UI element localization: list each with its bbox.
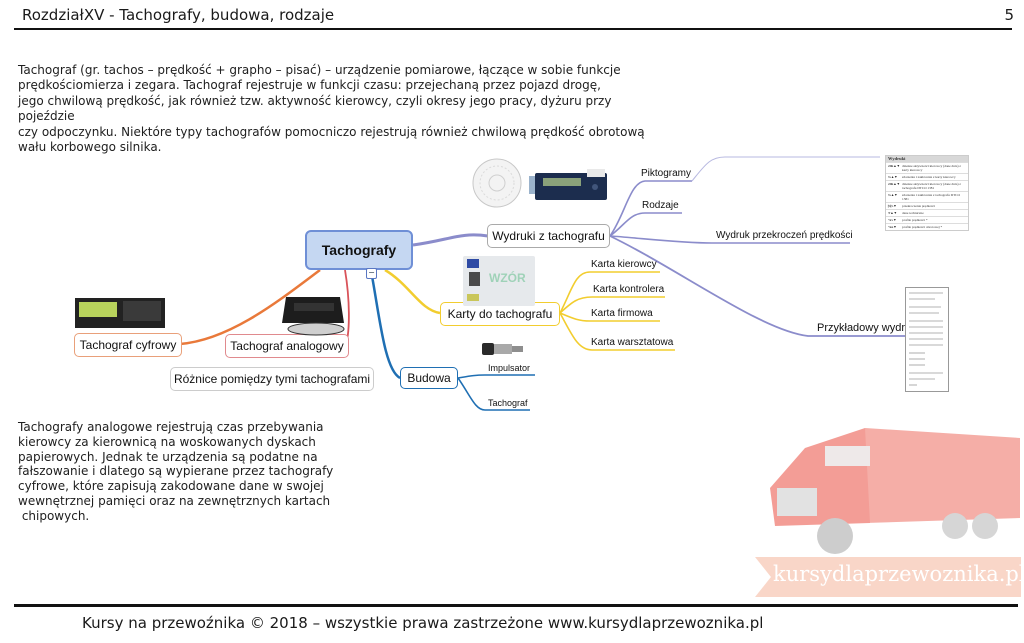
header-divider (14, 28, 1012, 30)
pictogram-symbol: !x▲▼ (888, 175, 898, 179)
link-root-cards (384, 268, 441, 315)
note-line: wewnętrznej pamięci oraz na zewnętrznych… (18, 493, 331, 508)
footer-divider (14, 604, 1018, 607)
svg-text:WZÓR: WZÓR (489, 270, 526, 285)
pictogram-symbol: 24h▲▼ (888, 164, 900, 168)
node-analog[interactable]: Tachograf analogowy (225, 334, 349, 358)
leaf-piktogramy[interactable]: Piktogramy (641, 168, 692, 179)
note-line: papierowych. Jednak te urządzenia są pod… (18, 449, 318, 464)
pictogram-symbol: ▷▷▼ (888, 204, 897, 208)
link-root-digital (179, 269, 321, 346)
intro-line: jego chwilową prędkość, jak również tzw.… (18, 93, 612, 124)
analog-disc-image (472, 158, 522, 208)
pictogram-description: profile prędkości obrotowej * (902, 225, 943, 229)
link-printouts-piktogramy (609, 180, 692, 237)
node-structure[interactable]: Budowa (400, 367, 458, 389)
watermark-banner (755, 557, 1021, 597)
note-line: fałszowanie i dlatego są wypierane przez… (18, 464, 334, 479)
mindmap-root-node[interactable]: Tachografy (305, 230, 413, 270)
collapse-toggle-icon[interactable]: − (366, 268, 377, 279)
pictogram-table-row: !x▲▼ zdarzenia i zakłócenia z karty kiero… (886, 173, 968, 180)
leaf-workshop-card[interactable]: Karta warsztatowa (591, 337, 674, 348)
table-header: Wydruki (886, 156, 968, 162)
note-line: cyfrowe, które zapisują zakodowane dane … (18, 479, 324, 494)
intro-line: Tachograf (gr. tachos – prędkość + graph… (18, 63, 621, 77)
sample-printout-image (905, 287, 949, 392)
leaf-rodzaje[interactable]: Rodzaje (642, 200, 679, 211)
link-structure-tachograf (457, 377, 530, 411)
link-printouts-speeding (609, 235, 850, 244)
link-cards-firmowa (559, 312, 660, 322)
pictogram-table-row: 24h▲▼dzienne aktywności kierowcy (dane d… (886, 180, 968, 191)
link-printouts-sample (609, 235, 908, 337)
link-structure-impulsator (457, 374, 535, 379)
note-line: Tachografy analogowe rejestrują czas prz… (18, 420, 324, 434)
intro-line: wału korbowego silnika. (18, 140, 162, 155)
footer-copyright: Kursy na przewoźnika © 2018 – wszystkie … (82, 614, 764, 632)
note-line: chipowych. (18, 508, 90, 523)
node-digital[interactable]: Tachograf cyfrowy (74, 333, 182, 357)
pictogram-symbol: 24h▲▼ (888, 182, 900, 186)
leaf-control-card[interactable]: Karta kontrolera (593, 284, 665, 295)
pictogram-table-image: Wydruki 24h▲▼dzienne aktywności kierowcy… (885, 155, 969, 231)
page-number: 5 (1004, 6, 1014, 24)
pictogram-table-row: %v▼ profile prędkości * (886, 216, 968, 223)
link-printouts-rodzaje (609, 212, 682, 237)
analog-tachograph-photo (282, 297, 345, 336)
leaf-tachograph[interactable]: Tachograf (488, 398, 528, 408)
link-root-printouts (412, 233, 489, 247)
leaf-impulsator[interactable]: Impulsator (488, 363, 531, 373)
link-cards-warsztatowa (559, 312, 675, 351)
chapter-title: RozdziałXV - Tachografy, budowa, rodzaje (22, 6, 335, 24)
pictogram-symbol: !x▲▼ (888, 193, 898, 197)
pictogram-description: dane techniczne (902, 211, 924, 215)
pictogram-table-row: %n▼ profile prędkości obrotowej * (886, 223, 968, 230)
pictogram-symbol: T▲▼ (888, 211, 897, 215)
link-root-structure (370, 275, 401, 380)
watermark-text: kursydlaprzewoznika.pl (773, 562, 1024, 586)
impulsator-image (482, 343, 523, 355)
leaf-company-card[interactable]: Karta firmowa (591, 308, 653, 319)
link-cards-kierowcy (559, 271, 660, 314)
pictogram-symbol: %v▼ (888, 218, 897, 222)
pictogram-table-row: 24h▲▼dzienne aktywności kierowcy (dane d… (886, 162, 968, 173)
node-cards[interactable]: Karty do tachografu (440, 302, 560, 326)
analog-note-paragraph: Tachografy analogowe rejestrują czas prz… (18, 420, 358, 524)
pictogram-symbol: %n▼ (888, 225, 897, 229)
note-line: kierowcy za kierownicą na woskowanych dy… (18, 434, 316, 449)
driver-card-image: WZÓR (463, 256, 535, 306)
pictogram-description: dzienne aktywności kierowcy (dane dnia) … (902, 182, 961, 190)
leaf-speeding-printout[interactable]: Wydruk przekroczeń prędkości (716, 230, 853, 241)
pictogram-table-row: T▲▼ dane techniczne (886, 209, 968, 216)
pictogram-description: dzienne aktywności kierowcy (dane dnia) … (902, 164, 961, 172)
pictogram-description: profile prędkości * (902, 218, 928, 222)
node-differences[interactable]: Różnice pomiędzy tymi tachografami (170, 367, 374, 391)
intro-line: prędkościomierza i zegara. Tachograf rej… (18, 78, 601, 93)
pictogram-description: przekroczenia prędkości (902, 204, 936, 208)
pictogram-description: zdarzenia i zakłócenia z karty kierowcy (902, 175, 956, 179)
link-cards-kontrolera (559, 296, 665, 314)
pictogram-table-row: !x▲▼ zdarzenia i zakłócenia z tachografu … (886, 191, 968, 202)
digital-tachograph-image (529, 169, 607, 200)
pictogram-table-row: ▷▷▼ przekroczenia prędkości (886, 202, 968, 209)
link-piktogramy-table (691, 156, 880, 182)
node-printouts[interactable]: Wydruki z tachografu (487, 224, 610, 248)
digital-tachograph-photo (75, 298, 165, 328)
pictogram-description: zdarzenia i zakłócenia z tachografu DTCO… (902, 193, 960, 201)
leaf-sample-printout[interactable]: Przykładowy wydruk (817, 322, 917, 334)
intro-paragraph: Tachograf (gr. tachos – prędkość + graph… (18, 63, 658, 155)
intro-line: czy odpoczynku. Niektóre typy tachografó… (18, 124, 645, 139)
leaf-driver-card[interactable]: Karta kierowcy (591, 259, 657, 270)
truck-watermark-image (770, 428, 1020, 554)
